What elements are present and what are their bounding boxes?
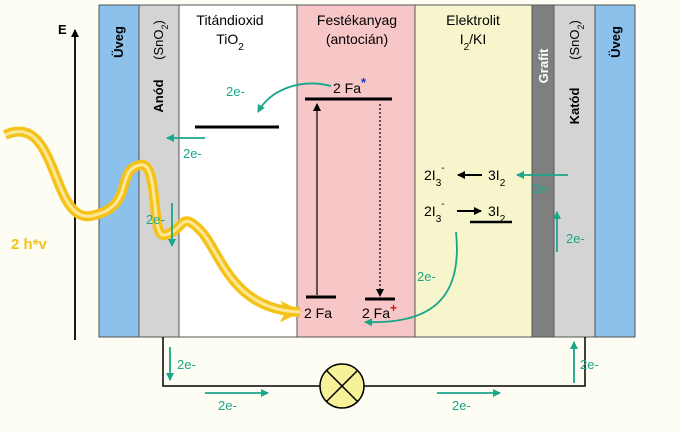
tio2-title: Titándioxid [196,12,263,28]
electrolyte-to-dye-label: 2e- [417,269,436,284]
dye-subtitle: (antocián) [326,31,388,47]
cathode-coating-label: (SnO2) [567,20,586,60]
circuit-wire-left [162,337,320,387]
lamp-cross-2 [325,369,359,403]
dye-oxidized-label: 2 Fa+ [362,301,397,321]
wire-bottom-right-label: 2e- [452,398,471,413]
electrolyte-layer [414,4,533,338]
dye-to-tio2-arrow [257,82,332,113]
tio2-to-anode-label: 2e- [183,146,202,161]
glass-right-layer [594,4,636,338]
anode-down-label: 2e- [146,212,165,227]
dye-ground-label: 2 Fa [304,305,332,321]
wire-right-label: 2e- [580,357,599,372]
electrolyte-title: Elektrolit [446,12,500,28]
wire-left-label: 2e- [177,357,196,372]
light-wave [2,126,302,323]
cathode-to-electrolyte-label: 2e- [532,181,551,196]
dye-layer [296,4,416,338]
dye-title: Festékanyag [317,12,397,28]
glass-right-label: Üveg [608,26,623,58]
anode-label: Anód [151,79,166,112]
glass-left-label: Üveg [111,26,126,58]
circuit-wire-right [364,337,586,387]
energy-axis-label: E [58,22,67,37]
dye-to-tio2-label: 2e- [226,84,245,99]
cathode-label: Katód [567,88,582,125]
graphite-label: Grafit [536,48,551,83]
cathode-up-label: 2e- [566,231,585,246]
anode-coating-label: (SnO2) [151,20,170,60]
electrolyte-to-dye-arrow [364,231,458,327]
wire-bottom-left-label: 2e- [218,398,237,413]
cathode-layer [553,4,596,338]
light-label: 2 h*v [11,236,48,253]
dye-excited-label: 2 Fa* [333,75,367,96]
